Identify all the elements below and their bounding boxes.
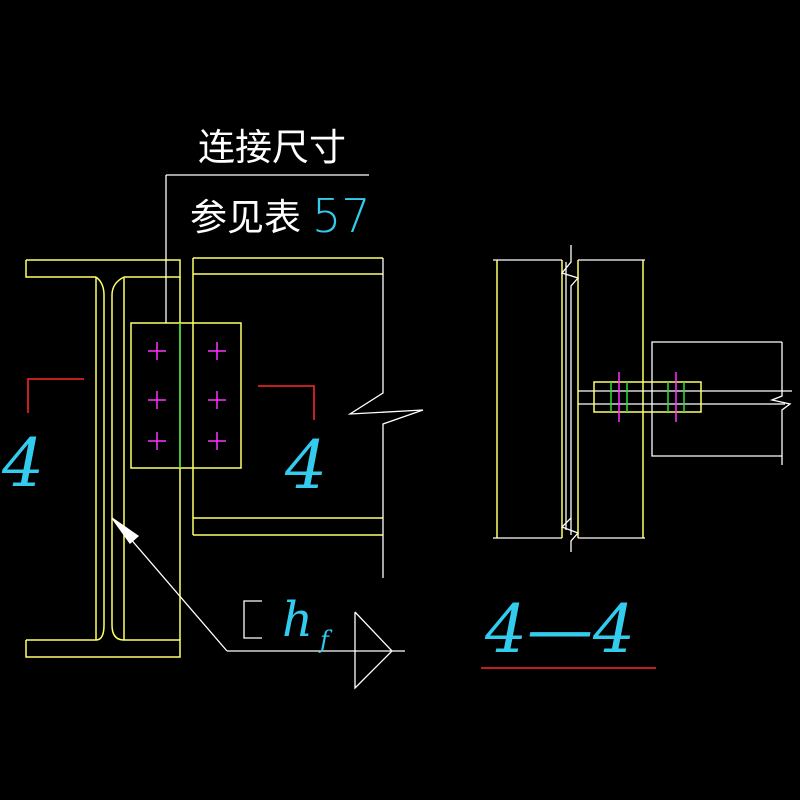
bolt-mark — [148, 432, 166, 450]
note-line1: 连接尺寸 — [198, 126, 346, 169]
bolt-mark — [208, 391, 226, 409]
bolt-mark — [208, 432, 226, 450]
section-cut-right — [258, 385, 315, 420]
bolt-group-left — [148, 342, 226, 450]
bolt-mark — [148, 342, 166, 360]
shear-plate — [130, 322, 242, 469]
weld-size-symbol: h — [282, 592, 313, 648]
bolt-group-section — [610, 372, 685, 422]
section-shear-plate — [593, 381, 702, 413]
section-cut-left — [27, 378, 84, 413]
note-line2-prefix: 参见表 — [190, 196, 301, 239]
bolt-mark — [208, 342, 226, 360]
section-marker-right: 4 — [284, 427, 327, 504]
section-view-beam — [578, 341, 792, 465]
weld-size-subscript: f — [318, 626, 333, 654]
section-title: 4—4 — [484, 591, 635, 668]
note-line2-number: 57 — [312, 189, 371, 243]
section-view-column — [496, 260, 644, 538]
weld-leader — [111, 517, 405, 690]
beam-elevation — [192, 257, 383, 536]
column-section — [25, 259, 181, 658]
section-marker-left: 4 — [1, 425, 44, 502]
note-leader — [165, 174, 369, 323]
bolt-mark — [148, 391, 166, 409]
break-line-left — [347, 258, 424, 578]
section-view-break-lines — [493, 245, 645, 552]
